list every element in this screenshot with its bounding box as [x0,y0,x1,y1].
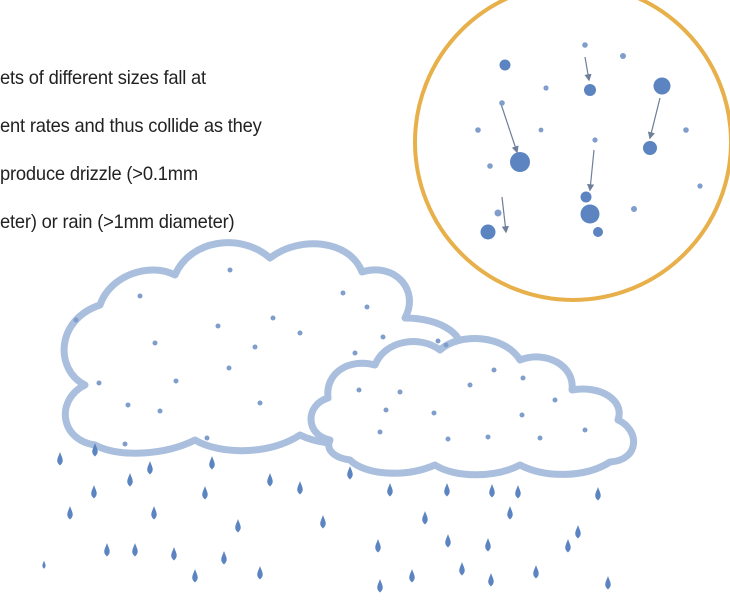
raindrop-icon [42,561,45,569]
cloud-droplet [583,428,588,433]
raindrop-icon [297,481,302,495]
cloud-droplet [158,409,163,414]
water-droplet [697,183,702,188]
cloud-droplet [298,331,303,336]
cloud-droplet [253,345,258,350]
raindrop-icon [104,543,109,557]
cloud-droplet [486,435,491,440]
raindrop-icon [221,551,226,565]
raindrop-icon [202,486,207,500]
magnifier-ring-icon [415,0,730,300]
raindrop-icon [445,534,450,548]
cloud-droplet [357,388,362,393]
cloud-droplet [74,318,79,323]
raindrop-icon [171,547,176,561]
raindrop-icon [565,539,570,553]
cloud-droplet [538,436,543,441]
cloud-droplet [341,291,346,296]
cloud-droplet [228,268,233,273]
water-droplet [683,127,689,133]
raindrop-icon [151,506,156,520]
cloud-droplet [216,324,221,329]
cloud-droplet [444,343,449,348]
water-droplet [481,225,496,240]
water-droplet [539,128,544,133]
raindrop-icon [257,566,262,580]
raindrop-icon [132,543,137,557]
raindrop-icon [605,576,610,590]
water-droplet [631,206,637,212]
raindrop-icon [209,456,214,470]
raindrop-icon [507,506,512,520]
raindrop-icon [91,485,96,499]
raindrop-icon [533,565,538,579]
water-droplet [620,53,626,59]
water-droplet [581,192,592,203]
cloud-droplet [227,366,232,371]
raindrop-icon [515,485,520,499]
cloud-droplet [353,351,358,356]
raindrop-icon [387,483,392,497]
cloud-droplet [138,294,143,299]
raindrop-icon [575,525,580,539]
raindrop-icon [147,461,152,475]
cloud-droplet [205,436,210,441]
cloud-droplet [365,305,370,310]
cloud-droplet [520,413,525,418]
raindrop-icon [320,515,325,529]
cloud-droplet [126,403,131,408]
cloud-droplet [553,398,558,403]
cloud-droplet [432,411,437,416]
raindrop-icon [127,473,132,487]
water-droplet [510,152,530,172]
raindrop-icon [488,573,493,587]
water-droplet [581,205,600,224]
raindrop-icon [375,539,380,553]
water-droplet [487,163,493,169]
raindrop-icon [267,473,272,487]
cloud-droplet [398,390,403,395]
cloud-droplet [468,383,473,388]
cloud-droplet [446,437,451,442]
water-droplet [495,210,502,217]
cloud-droplet [97,381,102,386]
cloud-droplet [123,442,128,447]
water-droplet [593,227,603,237]
cloud-droplet [381,335,386,340]
cloud-droplet [436,339,441,344]
raindrop-icon [57,452,62,466]
raindrop-icon [235,519,240,533]
water-droplet [654,78,671,95]
raindrop-icon [485,538,490,552]
water-droplet [584,84,596,96]
water-droplet [475,127,481,133]
raindrop-icon [595,487,600,501]
cloud-droplet [384,408,389,413]
cloud-droplet [271,316,276,321]
water-droplet [582,42,588,48]
water-droplet [643,141,657,155]
cloud-droplet [258,401,263,406]
cloud-droplet [153,341,158,346]
raindrop-icon [459,562,464,576]
raindrop-icon [377,579,382,593]
water-droplet [500,60,511,71]
raindrop-icon [192,569,197,583]
cloud-droplet [378,430,383,435]
water-droplet [499,100,505,106]
cloud-droplet [492,368,497,373]
raindrop-icon [444,483,449,497]
raindrop-icon [422,511,427,525]
raindrop-icon [347,466,352,480]
raindrop-icon [67,506,72,520]
cloud-droplet [174,379,179,384]
water-droplet [592,137,597,142]
cloud-droplet [521,376,526,381]
water-droplet [543,85,548,90]
magnifier-circle [415,0,730,300]
raindrop-icon [489,484,494,498]
raindrop-icon [409,569,414,583]
